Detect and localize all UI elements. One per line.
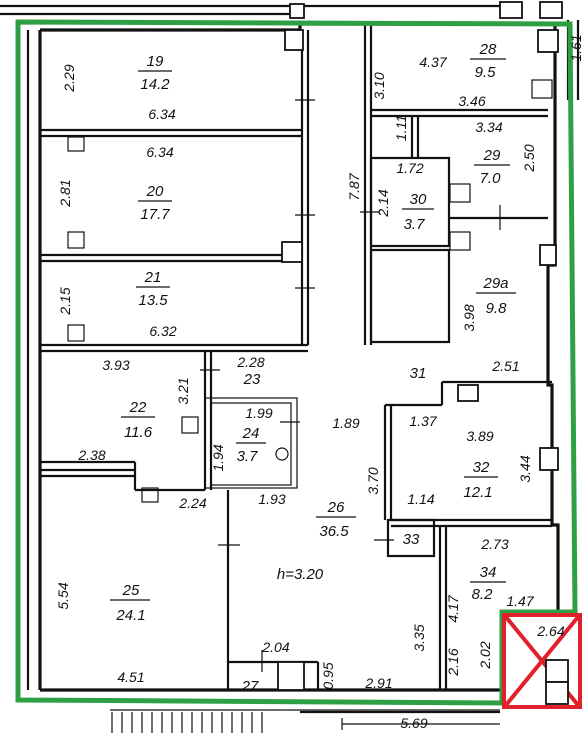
dimension-label: 4.17 [445,594,461,622]
dimension-label: 1.89 [332,415,359,431]
dimension-label: 2.51 [491,358,519,374]
dimension-label: 1.61 [568,34,583,61]
unit-outline [15,19,578,706]
dimension-label: 0.95 [320,662,336,689]
room-26-number: 26 [327,499,345,516]
room-23-number: 23 [243,371,261,388]
dimension-label: 4.51 [117,669,144,685]
room-labels: 19 14.2 20 17.7 21 13.5 22 11.6 23 24 3.… [110,41,516,695]
dimension-label: 3.93 [102,357,129,373]
dimension-label: 3.70 [365,467,381,494]
room-32-area: 12.1 [463,484,492,501]
dimension-label: 6.34 [148,106,175,122]
dimension-label: 2.29 [61,64,77,92]
dimension-label: 3.10 [371,72,387,99]
dimension-label: 4.37 [419,54,447,70]
dimension-label: 6.34 [146,144,173,160]
dimension-label: 3.46 [458,93,485,109]
ceiling-height: h=3.20 [277,566,324,583]
lower-right-walls [374,380,559,690]
dimension-label: 2.73 [480,536,508,552]
dimension-label: 2.02 [477,641,493,669]
dimension-labels: 2.29 6.34 6.34 2.81 2.15 6.32 3.93 2.28 … [55,34,583,731]
dimension-label: 1.14 [407,491,434,507]
dimension-label: 1.94 [210,444,226,471]
room-19-area: 14.2 [140,76,170,93]
room-29-number: 29 [483,147,501,164]
room-34-area: 8.2 [472,586,494,603]
dimension-label: 2.50 [521,144,537,172]
dimension-label: 3.44 [517,455,533,482]
dimension-label: 3.89 [466,428,493,444]
room-25-area: 24.1 [115,607,145,624]
room-24-area: 3.7 [237,448,259,465]
dimension-label: 5.54 [55,582,71,609]
dimension-label: 1.93 [258,491,285,507]
room-34-number: 34 [480,564,497,581]
room-33-number: 33 [403,531,420,548]
room-20-number: 20 [146,183,164,200]
dimension-label: 2.28 [236,354,264,370]
dimension-label: 1.11 [393,115,409,141]
dimension-label: 2.38 [77,447,105,463]
excluded-area-mark [502,613,582,709]
dimension-label: 7.87 [346,172,362,200]
room-26-area: 36.5 [319,523,349,540]
room-24-number: 24 [242,425,260,442]
room-25-number: 25 [122,582,140,599]
dimension-label: 2.04 [261,639,289,655]
dimension-label: 3.34 [475,119,502,135]
dimension-label: 3.21 [175,377,191,404]
dimension-label: 3.35 [411,624,427,651]
room-22-area: 11.6 [124,424,153,441]
dimension-label: 1.37 [409,413,437,429]
bottom-left-walls [40,474,320,691]
dimension-label: 2.81 [57,179,73,207]
room-28-area: 9.5 [475,64,497,81]
dimension-label: 6.32 [149,323,176,339]
room-20-area: 17.7 [140,206,170,223]
dimension-label: 2.91 [364,675,392,691]
middle-left-walls [40,351,300,492]
room-31-number: 31 [410,365,427,382]
left-rooms-walls [40,29,315,353]
dimension-label: 2.16 [445,648,461,676]
dimension-label: 1.72 [396,160,423,176]
room-19-number: 19 [147,53,164,70]
right-rooms-walls [360,24,559,345]
room-27-number: 27 [241,678,259,695]
dimension-label: 2.15 [57,287,73,315]
room-30-area: 3.7 [404,216,426,233]
dimension-label: 2.14 [375,189,391,217]
dimension-label: 3.98 [461,304,477,331]
bottom-facade [110,709,500,733]
dimension-label: 1.47 [506,593,534,609]
room-28-number: 28 [479,41,497,58]
fixtures [67,79,553,503]
dimension-label: 2.64 [536,623,564,639]
room-29-area: 7.0 [480,170,502,187]
room-32-number: 32 [473,459,490,476]
room-29a-number: 29a [482,275,508,292]
room-21-area: 13.5 [138,292,168,309]
dimension-label: 1.99 [245,405,272,421]
dimension-label: 2.24 [178,495,206,511]
room-21-number: 21 [144,269,162,286]
room-29a-area: 9.8 [486,300,508,317]
dimension-label: 5.69 [400,715,427,731]
room-30-number: 30 [410,191,427,208]
room-22-number: 22 [129,399,147,416]
